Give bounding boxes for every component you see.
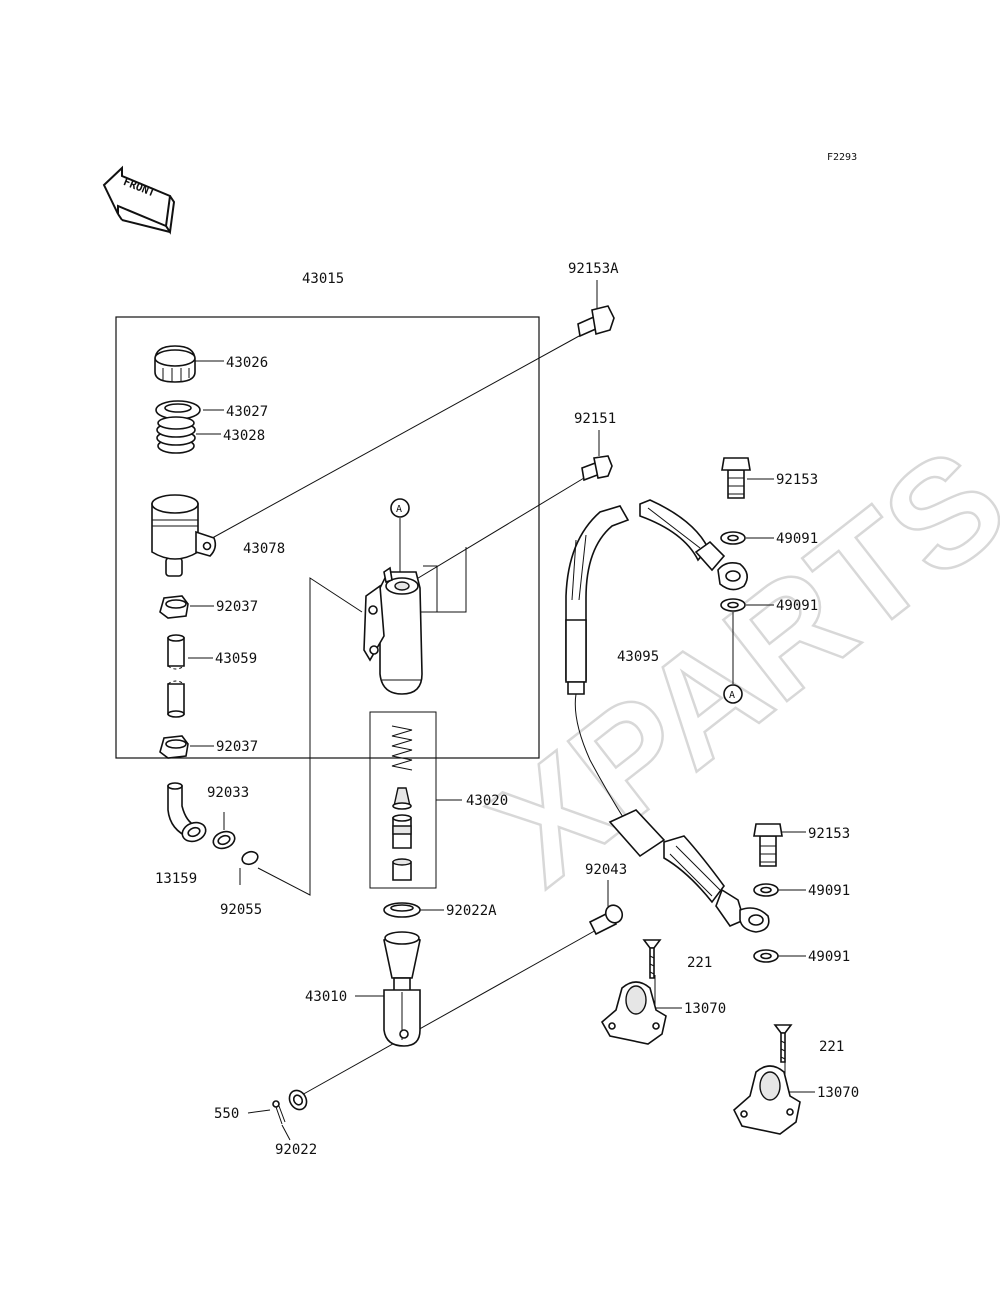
label-92153a: 92153A: [568, 261, 619, 277]
label-13070-a: 13070: [684, 1001, 726, 1017]
washer-92022: [288, 1089, 308, 1111]
reservoir-hose: [167, 634, 185, 718]
reservoir-tank: [151, 494, 217, 577]
front-arrow-icon: FRONT: [102, 165, 176, 235]
diaphragm: [156, 416, 196, 454]
label-49091-1: 49091: [776, 531, 818, 547]
label-49091-2: 49091: [776, 598, 818, 614]
copper-washer-4: [753, 949, 779, 963]
label-92022a: 92022A: [446, 903, 497, 919]
hose-clamp-upper: [159, 595, 189, 619]
label-43028: 43028: [223, 428, 265, 444]
hose-clamp-lower: [159, 735, 189, 759]
label-92153-top: 92153: [776, 472, 818, 488]
label-92151: 92151: [574, 411, 616, 427]
push-rod-clevis: [383, 931, 421, 1047]
banjo-bolt-top: [721, 457, 751, 499]
label-43078: 43078: [243, 541, 285, 557]
label-92043: 92043: [585, 862, 627, 878]
circlip: [212, 830, 236, 850]
label-92153-mid: 92153: [808, 826, 850, 842]
screw-92151: [581, 455, 613, 482]
label-92037-lower: 92037: [216, 739, 258, 755]
boot-ring: [383, 902, 421, 918]
label-92037-upper: 92037: [216, 599, 258, 615]
hose-clamp-13070-a: [600, 981, 667, 1045]
label-13159: 13159: [155, 871, 197, 887]
copper-washer-1: [720, 531, 746, 545]
figure-code: F2293: [827, 152, 857, 163]
o-ring: [241, 850, 259, 866]
callout-a-bottom-label: A: [729, 690, 735, 701]
label-550: 550: [214, 1106, 239, 1122]
elbow-fitting: [167, 782, 207, 843]
label-43020: 43020: [466, 793, 508, 809]
brake-hose: [565, 499, 770, 933]
label-221-a: 221: [687, 955, 712, 971]
leader-lines: [188, 329, 815, 1141]
callout-a-top: [390, 498, 410, 518]
piston-kit-box: [369, 711, 437, 889]
label-13070-b: 13070: [817, 1085, 859, 1101]
label-92022: 92022: [275, 1142, 317, 1158]
hose-clamp-13070-b: [733, 1065, 801, 1135]
piston-kit: [391, 725, 413, 881]
label-43010: 43010: [305, 989, 347, 1005]
callout-a-bottom: [723, 684, 743, 704]
copper-washer-2: [720, 598, 746, 612]
label-92033: 92033: [207, 785, 249, 801]
master-cylinder-body: [363, 566, 423, 695]
label-49091-3: 49091: [808, 883, 850, 899]
label-92055: 92055: [220, 902, 262, 918]
copper-washer-3: [753, 883, 779, 897]
screw-221-a: [642, 939, 662, 979]
assembly-label: 43015: [302, 271, 344, 287]
reservoir-cap: [154, 345, 196, 383]
label-43026: 43026: [226, 355, 268, 371]
label-49091-4: 49091: [808, 949, 850, 965]
label-43095: 43095: [617, 649, 659, 665]
diaphragm-plate: [155, 400, 201, 420]
callout-a-top-label: A: [396, 504, 402, 515]
cotter-pin: [272, 1100, 286, 1125]
banjo-bolt-mid: [753, 823, 783, 867]
bolt-92153a: [577, 305, 615, 338]
label-43059: 43059: [215, 651, 257, 667]
label-43027: 43027: [226, 404, 268, 420]
clevis-pin: [588, 904, 624, 936]
assembly-frame: [115, 316, 540, 759]
label-221-b: 221: [819, 1039, 844, 1055]
screw-221-b: [773, 1024, 793, 1063]
